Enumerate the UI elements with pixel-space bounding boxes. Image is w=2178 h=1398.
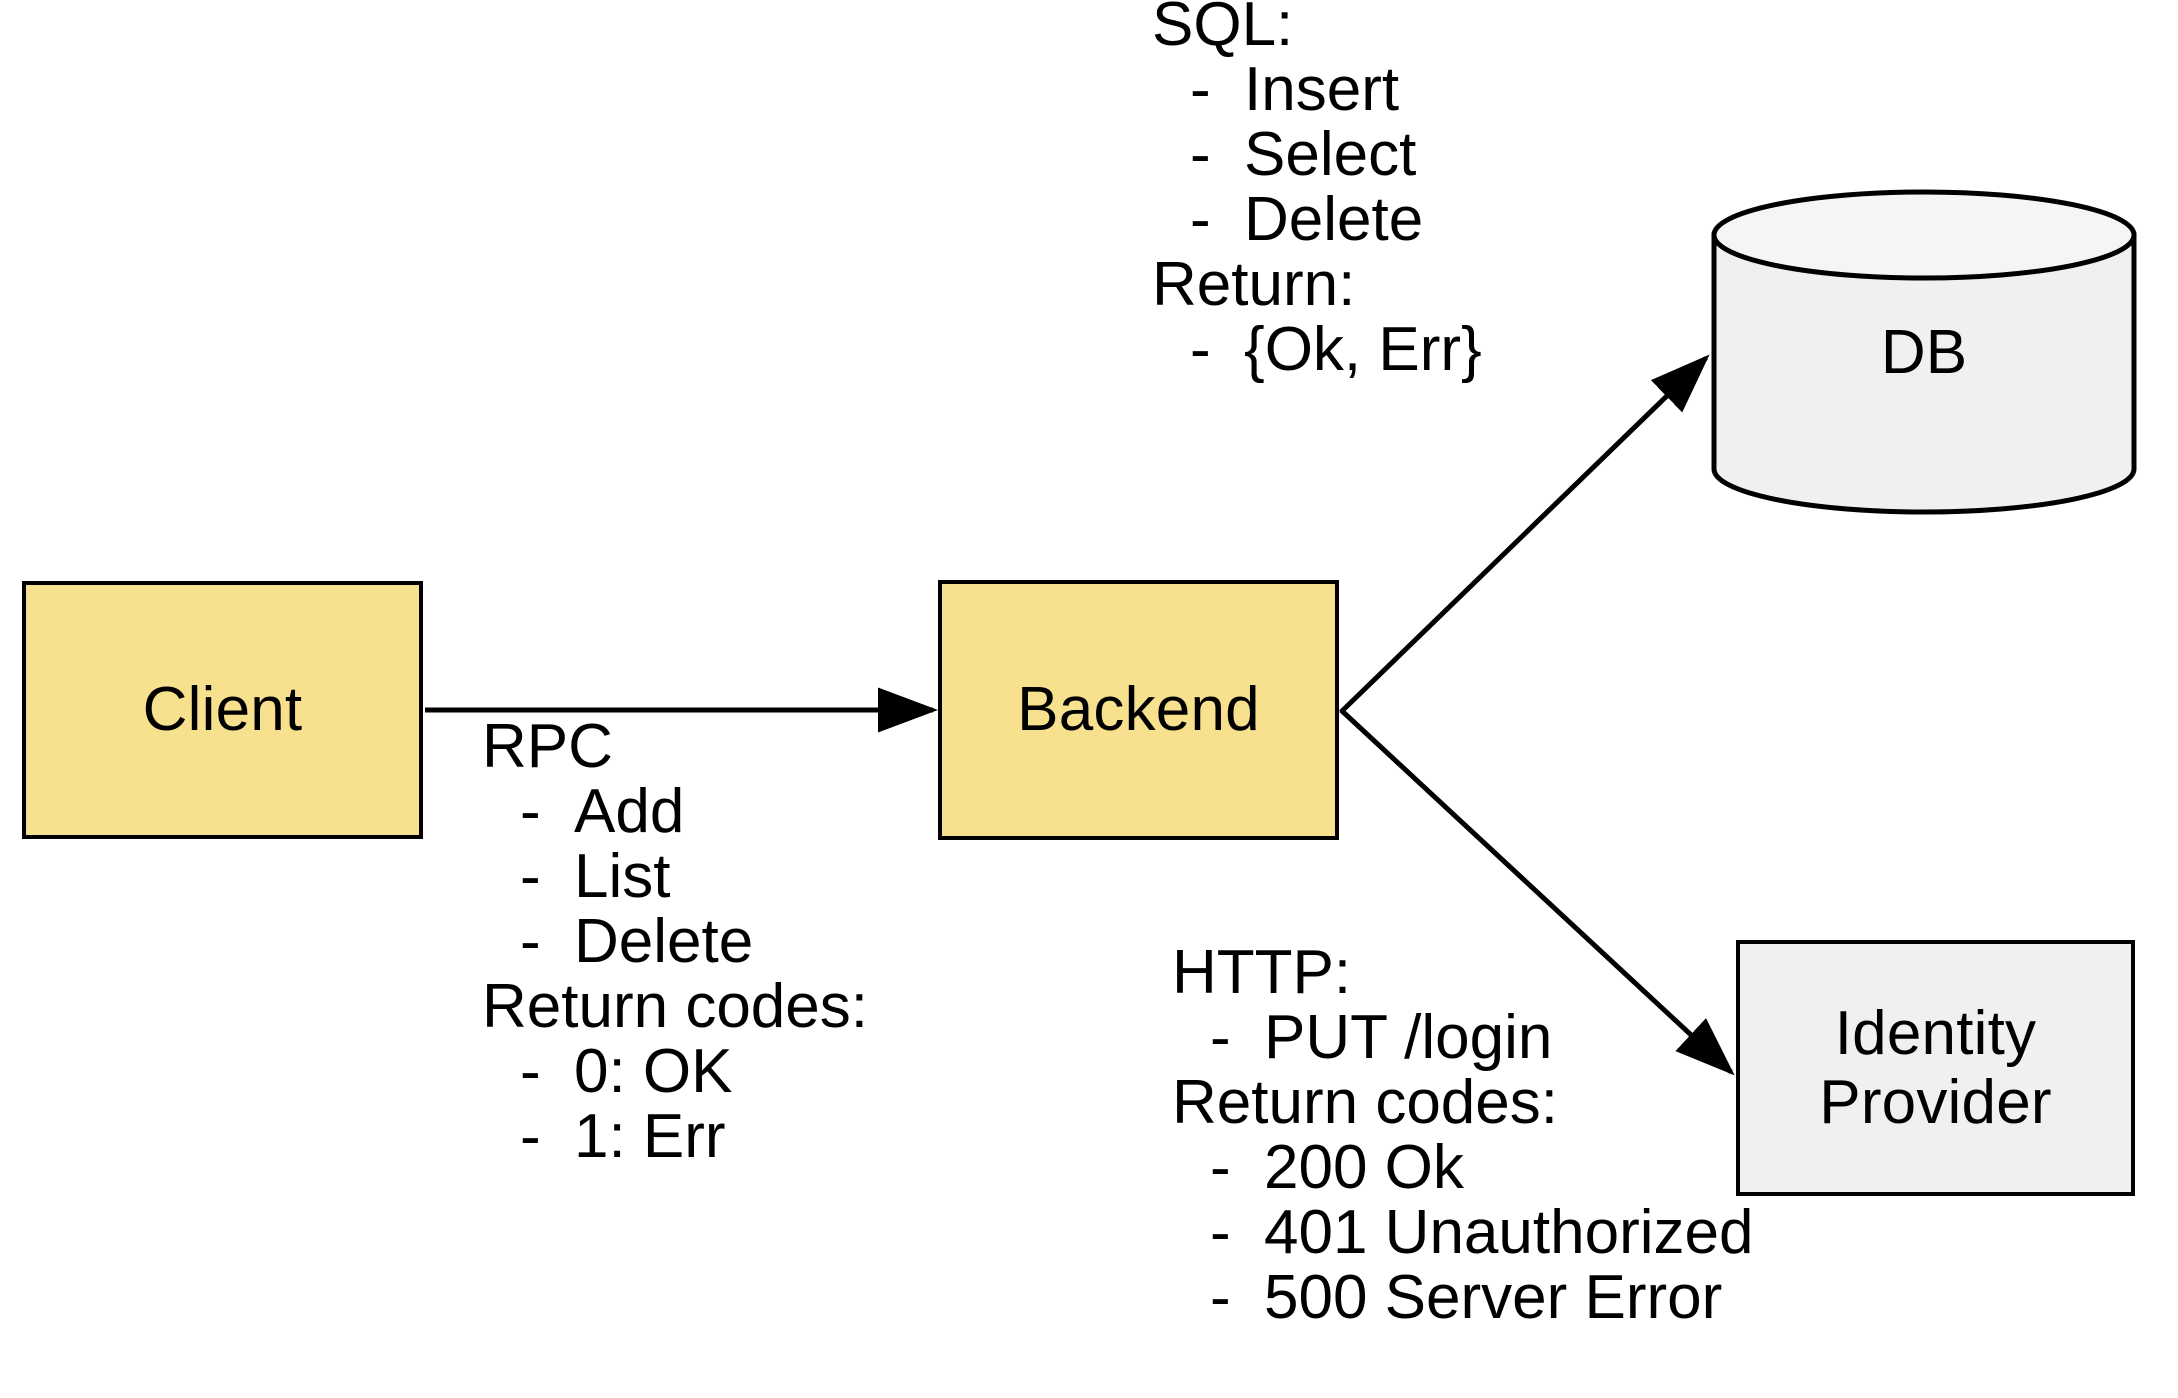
edge-backend-to-db — [1339, 354, 1710, 714]
bullet-dash: - — [1210, 1003, 1231, 1072]
annotation-http-item: -PUT /login — [1172, 1007, 1753, 1069]
bullet-dash: - — [520, 777, 541, 846]
bullet-dash: - — [520, 1037, 541, 1106]
annotation-rpc-item: -List — [482, 846, 868, 908]
bullet-dash: - — [1210, 1198, 1231, 1267]
node-client-label: Client — [142, 675, 303, 745]
bullet-dash: - — [1190, 55, 1211, 124]
bullet-dash: - — [1190, 185, 1211, 254]
annotation-http-return: -500 Server Error — [1172, 1267, 1753, 1329]
bullet-dash: - — [1190, 315, 1211, 384]
annotation-http-return-label: 200 Ok — [1264, 1133, 1464, 1202]
annotation-rpc-return-label: 1: Err — [574, 1102, 726, 1171]
annotation-sql-heading: SQL: — [1152, 0, 1294, 59]
annotation-sql-item-label: Insert — [1244, 55, 1400, 124]
node-identity-provider-label: Identity Provider — [1819, 998, 2052, 1137]
database-cylinder-icon — [1711, 189, 2137, 515]
annotation-http-return-label: 401 Unauthorized — [1264, 1198, 1754, 1267]
annotation-rpc-heading: RPC — [482, 712, 613, 781]
annotation-http-return: -200 Ok — [1172, 1137, 1753, 1199]
node-client[interactable]: Client — [22, 581, 423, 839]
annotation-http-return-label: 500 Server Error — [1264, 1263, 1723, 1332]
node-backend[interactable]: Backend — [938, 580, 1339, 840]
annotation-sql-returns-heading: Return: — [1152, 250, 1356, 319]
bullet-dash: - — [520, 907, 541, 976]
annotation-rpc: RPC -Add -List -Delete Return codes: -0:… — [482, 716, 868, 1171]
node-db-label: DB — [1880, 317, 1968, 387]
annotation-sql-item: -Insert — [1152, 59, 1482, 121]
annotation-rpc-return: -0: OK — [482, 1041, 868, 1103]
annotation-rpc-item-label: Add — [574, 777, 685, 846]
bullet-dash: - — [520, 842, 541, 911]
annotation-sql: SQL: -Insert -Select -Delete Return: -{O… — [1152, 0, 1482, 384]
annotation-sql-item-label: Delete — [1244, 185, 1424, 254]
annotation-rpc-item: -Delete — [482, 911, 868, 973]
annotation-rpc-item-label: List — [574, 842, 671, 911]
annotation-http-heading: HTTP: — [1172, 938, 1352, 1007]
bullet-dash: - — [1210, 1263, 1231, 1332]
annotation-rpc-item: -Add — [482, 781, 868, 843]
annotation-http-item-label: PUT /login — [1264, 1003, 1553, 1072]
annotation-sql-item-label: Select — [1244, 120, 1417, 189]
bullet-dash: - — [520, 1102, 541, 1171]
annotation-rpc-item-label: Delete — [574, 907, 754, 976]
node-db[interactable]: DB — [1710, 188, 2138, 516]
annotation-http-return: -401 Unauthorized — [1172, 1202, 1753, 1264]
annotation-rpc-return-label: 0: OK — [574, 1037, 733, 1106]
annotation-http-returns-heading: Return codes: — [1172, 1068, 1558, 1137]
annotation-sql-item: -Delete — [1152, 189, 1482, 251]
annotation-sql-return-label: {Ok, Err} — [1244, 315, 1482, 384]
node-identity-provider[interactable]: Identity Provider — [1736, 940, 2135, 1196]
bullet-dash: - — [1190, 120, 1211, 189]
annotation-rpc-return: -1: Err — [482, 1106, 868, 1168]
annotation-sql-return: -{Ok, Err} — [1152, 319, 1482, 381]
bullet-dash: - — [1210, 1133, 1231, 1202]
annotation-sql-item: -Select — [1152, 124, 1482, 186]
node-backend-label: Backend — [1017, 675, 1260, 745]
annotation-rpc-returns-heading: Return codes: — [482, 972, 868, 1041]
annotation-http: HTTP: -PUT /login Return codes: -200 Ok … — [1172, 942, 1753, 1332]
